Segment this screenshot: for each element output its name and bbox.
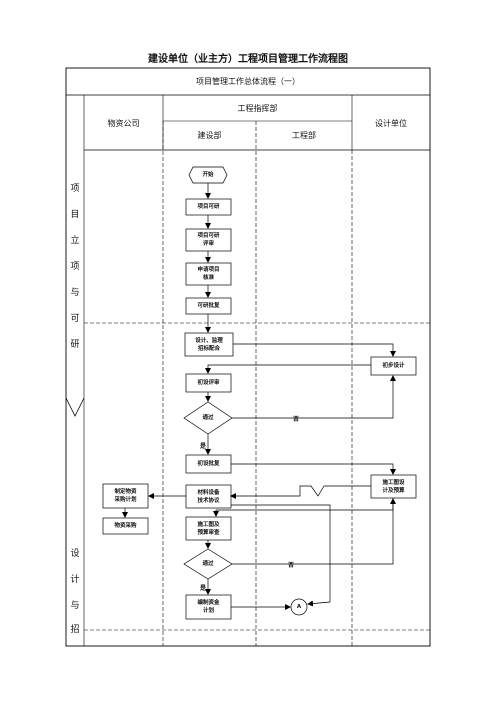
edge-label-yes: 是 (200, 443, 207, 450)
start-node: 开始 (202, 172, 214, 178)
phase2-char: 与 (70, 601, 80, 611)
edge-pass1-no (232, 375, 396, 419)
phase1-char: 目 (70, 210, 80, 220)
column-header-sheji: 设计单位 (375, 119, 407, 128)
edge-label-yes: 是 (200, 585, 207, 592)
kexing-review-node: 项目可研 评审 (197, 233, 220, 247)
phase-chevron (65, 397, 85, 417)
page-title: 建设单位（业主方）工程项目管理工作流程图 (148, 54, 348, 65)
prelim-design-node: 初步设计 (382, 363, 405, 369)
edge-label-no: 否 (293, 416, 300, 423)
material-plan-node: 制定物资 采购计划 (114, 489, 137, 503)
phase1-char: 项 (70, 184, 80, 194)
material-purchase-node: 物资采购 (114, 523, 137, 529)
funding-plan-box (185, 594, 232, 620)
apply-node: 申请项目 核准 (197, 267, 220, 281)
edge-label-no: 否 (288, 562, 295, 569)
approve-node: 可研批复 (197, 303, 220, 309)
edge-constructiondesign-review (213, 498, 394, 517)
edge-designbid-prelimdesign (233, 343, 396, 357)
column-header-gongcheng: 工程部 (292, 131, 316, 140)
material-purchase-box (102, 517, 149, 535)
phase2-char: 招 (70, 625, 80, 635)
construction-review-node: 施工图及 预算审查 (197, 521, 220, 536)
material-agreement-node: 材料设备 技术协议 (197, 489, 220, 504)
construction-design-node: 施工图设 计及预算 (382, 479, 405, 494)
phase1-char: 研 (70, 340, 80, 350)
design-bid-box (184, 332, 234, 357)
phase2-char: 设 (70, 549, 80, 559)
edge-pass2-no (232, 498, 396, 565)
edge-prelimapprove-constructiondesign (231, 463, 396, 475)
pass2-node: 通过 (202, 561, 214, 567)
kexing-review-box (185, 228, 232, 252)
kexing-node: 项目可研 (197, 204, 220, 210)
prelim-review-box (185, 373, 232, 393)
approve-box (185, 297, 232, 315)
apply-box (185, 262, 232, 286)
design-bid-node: 设计、监理 招标配合 (195, 337, 223, 352)
funding-plan-node: 编制资金 计划 (197, 600, 220, 614)
start-node-shape (188, 166, 228, 184)
construction-review-box (185, 516, 232, 541)
column-header-jianshe: 建设部 (197, 131, 222, 140)
kexing-box (185, 198, 232, 216)
column-header-zhihui: 工程指挥部 (237, 104, 278, 113)
phase1-char: 立 (70, 236, 80, 246)
phase1-char: 可 (70, 314, 80, 324)
sub-title: 项目管理工作总体流程（一） (196, 77, 300, 86)
phase2-char: 计 (70, 575, 80, 585)
edge-agreement-connector (231, 504, 331, 607)
prelim-review-node: 初设评审 (197, 380, 220, 386)
edge-constructiondesign-agreement (230, 485, 371, 499)
connector-a: A (296, 604, 302, 610)
pass1-node: 通过 (202, 415, 214, 421)
phase1-char: 项 (70, 262, 80, 272)
connector-a-circle (290, 598, 308, 616)
edge-prelimdesign-prelimreview (205, 364, 371, 374)
prelim-approve-node: 初设批复 (197, 461, 220, 467)
outer-frame (65, 67, 431, 647)
phase1-char: 与 (70, 288, 80, 298)
column-header-wuzi: 物资公司 (107, 119, 140, 128)
